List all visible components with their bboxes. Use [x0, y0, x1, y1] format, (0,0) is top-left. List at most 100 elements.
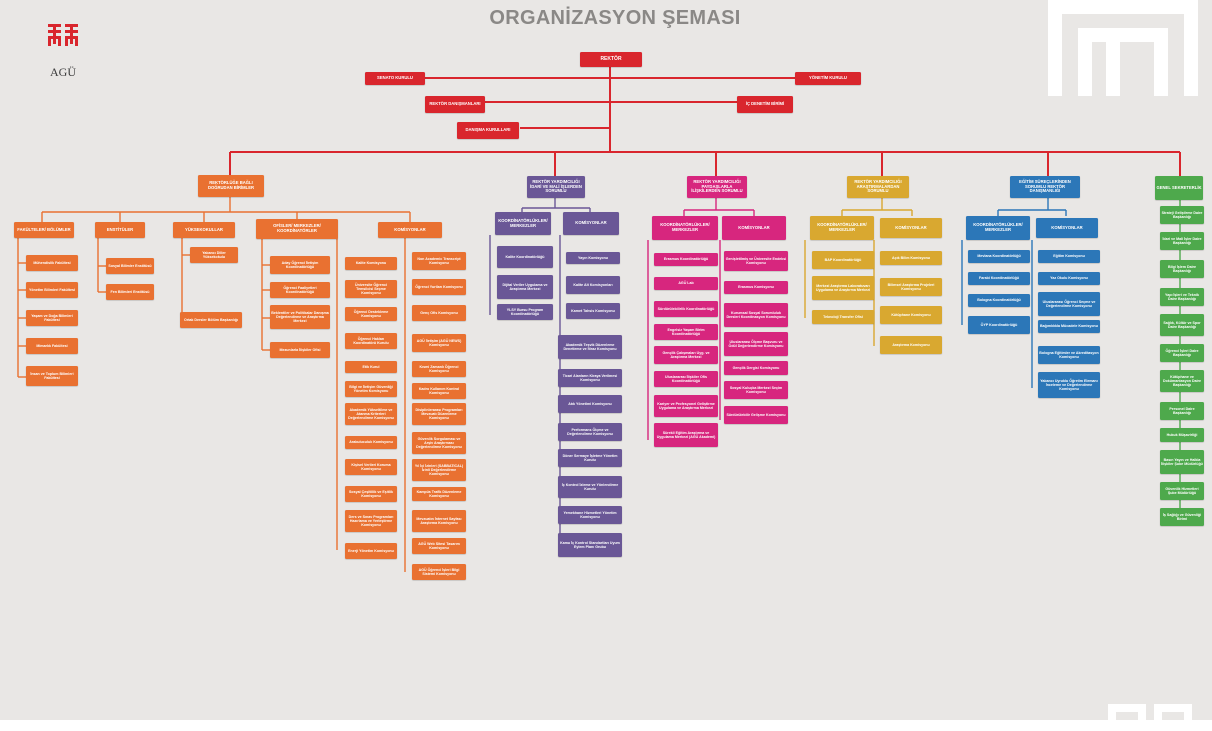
magenta-komisyon-item: Gençlik Dergisi Komisyonu	[724, 361, 788, 375]
fakulte-item: Mühendislik Fakültesi	[26, 255, 78, 271]
orange-head: OFİSLER/ MERKEZLER/ KOORDİNATÖRLER	[256, 219, 338, 239]
green-item: Personel Daire Başkanlığı	[1160, 402, 1204, 420]
magenta-komisyon-item: Erasmus Komisyonu	[724, 281, 788, 294]
komisyon-item: Mevzuatın İnternet Sayfası Araştırma Kom…	[412, 510, 466, 532]
magenta-koord-item: Erasmus Koordinatörlüğü	[654, 253, 718, 266]
komisyon-item: Ders ve Sınav Programları Hazırlama ve Y…	[345, 510, 397, 532]
green-item: Hukuk Müşavirliği	[1160, 428, 1204, 442]
komisyon-item: Üniversite Öğrenci Temsilcisi Seçme Komi…	[345, 280, 397, 298]
komisyon-item: AGÜ Öğrenci İşleri Bilgi Sistemi Komisyo…	[412, 564, 466, 580]
magenta-head: KOMİSYONLAR	[722, 216, 786, 240]
gold-koord-item: Merkezi Araştırma Laboratuvarı Uygulama …	[812, 276, 874, 300]
page-title: ORGANİZASYON ŞEMASI	[489, 7, 741, 29]
senato-box: SENATO KURULU	[365, 72, 425, 85]
komisyon-item: Kişisel Verileri Koruma Komisyonu	[345, 459, 397, 475]
enstitu-item: Sosyal Bilimler Enstitüsü	[106, 258, 154, 274]
komisyon-item: Genç Ofis Komisyonu	[412, 305, 466, 321]
komisyon-item: Akademik Yükseltilme ve Atanma Kriterler…	[345, 403, 397, 425]
branch-rektorluk: REKTÖRLÜĞE BAĞLI DOĞRUDAN BİRİMLER	[198, 175, 264, 197]
komisyon-item: Etik Kurul	[345, 361, 397, 373]
purple-koord-item: Dijital Veriler Uygulama ve Araştırma Me…	[497, 275, 553, 299]
magenta-komisyon-item: Uluslararası Ölçme Başvuru ve Ödül Değer…	[724, 332, 788, 356]
magenta-koord-item: Gençlik Çalışmaları Uyg. ve Araştırma Me…	[654, 346, 718, 364]
purple-komisyon-item: Yemekhane Hizmetleri Yönetim Komisyonu	[558, 506, 622, 524]
gold-komisyon-item: Açık Bilim Komisyonu	[880, 251, 942, 265]
purple-komisyon-item: Atık Yönetimi Komisyonu	[558, 395, 622, 413]
branch-paydas: REKTÖR YARDIMCILIĞI PAYDAŞLARLA İLİŞKİLE…	[687, 176, 747, 198]
blue-head: KOORDİNATÖRLÜKLER/ MERKEZLER	[966, 216, 1030, 240]
purple-komisyon-item: Ticari Alanların Kiraya Verilmesi Komisy…	[558, 369, 622, 387]
green-item: Güvenlik Hizmetleri Şube Müdürlüğü	[1160, 482, 1204, 500]
magenta-koord-item: AGÜ Lab	[654, 277, 718, 290]
blue-head: KOMİSYONLAR	[1036, 218, 1098, 238]
komisyon-item: Arabuluculuk Komisyonu	[345, 436, 397, 449]
purple-komisyon-item: Yayın Komisyonu	[566, 252, 620, 264]
purple-komisyon-item: Kamu İç Kontrol Standartları Uyum Eylem …	[558, 533, 622, 557]
purple-koord-item: Kalite Koordinatörlüğü	[497, 246, 553, 268]
magenta-komisyon-item: Kurumsal Sosyal Sorumluluk Dersleri Koor…	[724, 303, 788, 327]
fakulte-item: Yönetim Bilimleri Fakültesi	[26, 282, 78, 298]
komisyon-item: Öğrenci Destekleme Komisyonu	[345, 307, 397, 321]
gold-head: KOMİSYONLAR	[880, 218, 942, 238]
corner-pattern-small-icon	[1108, 704, 1192, 720]
fakulte-item: İnsan ve Toplum Bilimleri Fakültesi	[26, 366, 78, 386]
komisyon-item: Kampüs Trafik Düzenleme Komisyonu	[412, 487, 466, 501]
komisyon-item: Kalite Komisyonu	[345, 257, 397, 270]
komisyon-item: Enerji Yönetim Komisyonu	[345, 543, 397, 559]
danismanlari-box: REKTÖR DANIŞMANLARI	[425, 96, 485, 113]
komisyon-item: AGÜ Web Sitesi Tasarım Komisyonu	[412, 538, 466, 554]
green-item: Basın Yayın ve Halkla İlişkiler Şube Müd…	[1160, 450, 1204, 474]
bottom-bar	[0, 720, 1212, 731]
gold-komisyon-item: Bilimsel Araştırma Projeleri Komisyonu	[880, 278, 942, 296]
komisyon-item: AGÜ İletişim (AGÜ NEWS) Komisyonu	[412, 334, 466, 352]
green-item: İdari ve Mali İşler Daire Başkanlığı	[1160, 232, 1204, 250]
magenta-koord-item: Uluslararası İlişkiler Ofis Koordinatörl…	[654, 371, 718, 387]
logo-wordmark: AGÜ	[50, 65, 76, 79]
ofis-item: Aday Öğrenci İletişim Koordinatörlüğü	[270, 256, 330, 274]
blue-komisyon-item: Bologna Eğitimler ve Akreditasyon Komisy…	[1038, 346, 1100, 364]
purple-komisyon-item: Akademik Teşvik Düzenleme Denetleme ve İ…	[558, 335, 622, 359]
green-item: İş Sağlığı ve Güvenliği Birimi	[1160, 508, 1204, 526]
orange-head: YÜKSEKOKULLAR	[173, 222, 235, 238]
blue-komisyon-item: Yabancı Uyruklu Öğretim Elemanı İnceleme…	[1038, 372, 1100, 398]
yonetim-box: YÖNETİM KURULU	[795, 72, 861, 85]
orange-head: KOMİSYONLAR	[378, 222, 442, 238]
komisyon-item: Öğrenci Hakları Koordinatörü Kurulu	[345, 333, 397, 349]
magenta-koord-item: Kariyer ve Profesyonel Geliştirme Uygula…	[654, 395, 718, 417]
ofis-item: Öğrenci Faaliyetleri Koordinatörlüğü	[270, 282, 330, 298]
branch-idari: REKTÖR YARDIMCILIĞI İDARİ VE MALİ İŞLERD…	[527, 176, 585, 198]
green-item: Strateji Geliştirme Daire Başkanlığı	[1160, 206, 1204, 224]
komisyon-item: Sosyal Çeşitlilik ve Eşitlik Komisyonu	[345, 486, 397, 502]
blue-komisyon-item: Uluslararası Öğrenci Seçme ve Değerlendi…	[1038, 292, 1100, 316]
rektor-box: REKTÖR	[580, 52, 642, 67]
orange-head: FAKÜLTELER/ BÖLÜMLER	[14, 222, 74, 238]
fakulte-item: Yaşam ve Doğa Bilimleri Fakültesi	[26, 310, 78, 326]
yuksekokul-item: Yabancı Diller Yüksekokulu	[190, 247, 238, 263]
purple-komisyon-item: Performans Ölçme ve Değerlendirme Komisy…	[558, 423, 622, 441]
blue-koord-item: Mevlana Koordinatörlüğü	[968, 250, 1030, 263]
purple-head: KOORDİNATÖRLÜKLER/ MERKEZLER	[495, 212, 551, 235]
purple-koord-item: YLSY Bursu Program Koordinatörlüğü	[497, 304, 553, 320]
magenta-komisyon-item: Genişletilmiş ve Üniversite Endeksi Komi…	[724, 251, 788, 271]
komisyon-item: Disiplinlerarası Programları Mevzuatı Dü…	[412, 403, 466, 425]
branch-egitim: EĞİTİM SÜREÇLERİNDEN SORUMLU REKTÖR DANI…	[1010, 176, 1080, 198]
branch-arastirma: REKTÖR YARDIMCILIĞI ARAŞTIRMALARDAN SORU…	[847, 176, 909, 198]
magenta-komisyon-item: Sosyal Kuluçka Merkezi Seçim Komisyonu	[724, 381, 788, 399]
magenta-head: KOORDİNATÖRLÜKLER/ MERKEZLER	[652, 216, 718, 240]
corner-pattern-icon	[1048, 0, 1198, 96]
green-item: Öğrenci İşleri Daire Başkanlığı	[1160, 344, 1204, 362]
komisyon-item: Kısmi Zamanlı Öğrenci Komisyonu	[412, 361, 466, 377]
blue-komisyon-item: Yaz Okulu Komisyonu	[1038, 272, 1100, 285]
blue-komisyon-item: Bağımlılıkla Mücadele Komisyonu	[1038, 320, 1100, 333]
ofis-item: Mezunlarla İlişkiler Ofisi	[270, 342, 330, 358]
blue-koord-item: Farabi Koordinatörlüğü	[968, 272, 1030, 285]
green-item: Yapı İşleri ve Teknik Daire Başkanlığı	[1160, 288, 1204, 306]
ofis-item: Beklentiler ve Politikalar Danışma Değer…	[270, 305, 330, 329]
purple-komisyon-item: Döner Sermaye İşletme Yönetim Kurulu	[558, 449, 622, 467]
komisyon-item: Non Academic Transcript Komisyonu	[412, 252, 466, 270]
green-item: Bilgi İşlem Daire Başkanlığı	[1160, 260, 1204, 278]
komisyon-item: Bilgi ve İletişim Güvenliği Yönetim Komi…	[345, 381, 397, 397]
purple-komisyon-item: Kalite Alt Komisyonları	[566, 276, 620, 294]
